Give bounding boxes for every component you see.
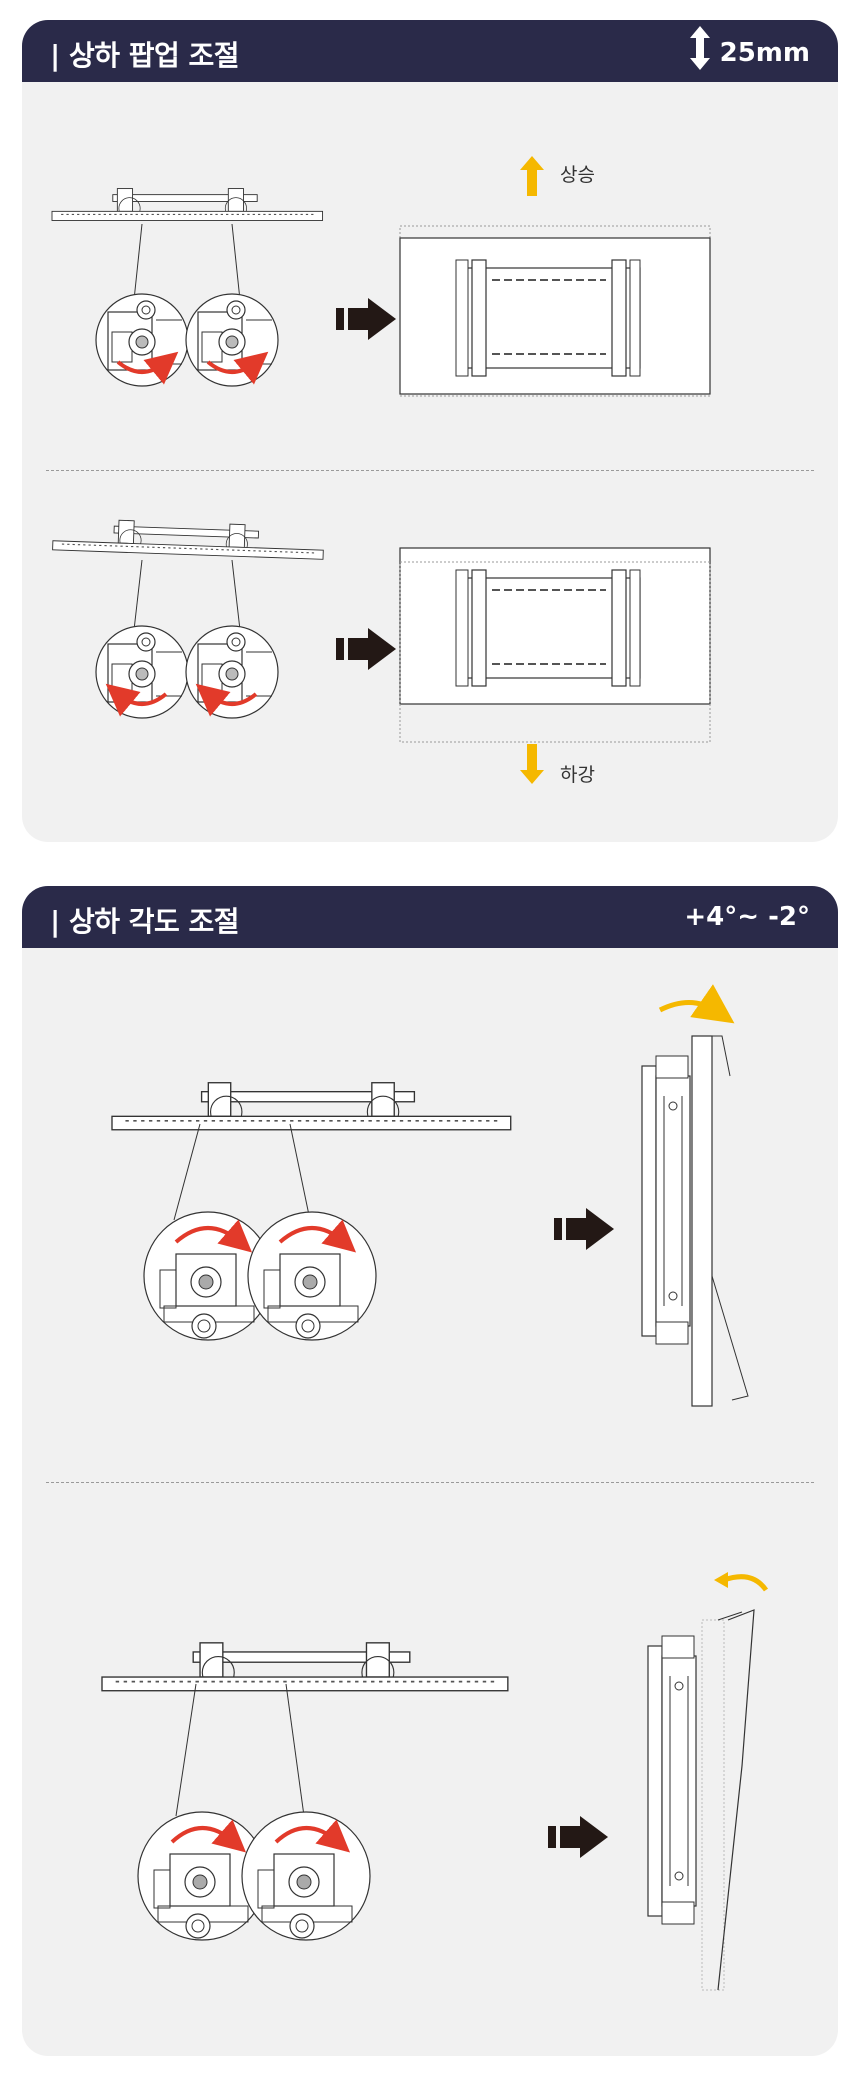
popup-adjust-card: | 상하 팝업 조절 25mm 상승 [22,20,838,842]
down-arrow-icon [520,744,544,784]
lower-label: 하강 [560,764,595,786]
badge-text: 25mm [719,38,810,68]
section-divider [46,1482,814,1483]
card-header: | 상하 팝업 조절 25mm [22,20,838,82]
tilt-down-diagram [101,1572,769,1991]
card-title: | 상하 각도 조절 [50,905,240,938]
up-arrow-icon [520,156,544,196]
lower-diagram [52,517,711,784]
section-divider [46,470,814,471]
card-badge: 25mm [689,26,810,70]
card-badge: +4°~ -2° [684,902,810,932]
tilt-adjust-card: | 상하 각도 조절 +4°~ -2° [22,886,838,2056]
raise-diagram [51,156,711,397]
up-down-arrow-icon [689,26,710,70]
badge-text: +4°~ -2° [684,902,810,932]
card-title: | 상하 팝업 조절 [50,39,240,72]
tilt-up-diagram [111,984,749,1407]
raise-label: 상승 [560,164,595,186]
card-header: | 상하 각도 조절 +4°~ -2° [22,886,838,948]
